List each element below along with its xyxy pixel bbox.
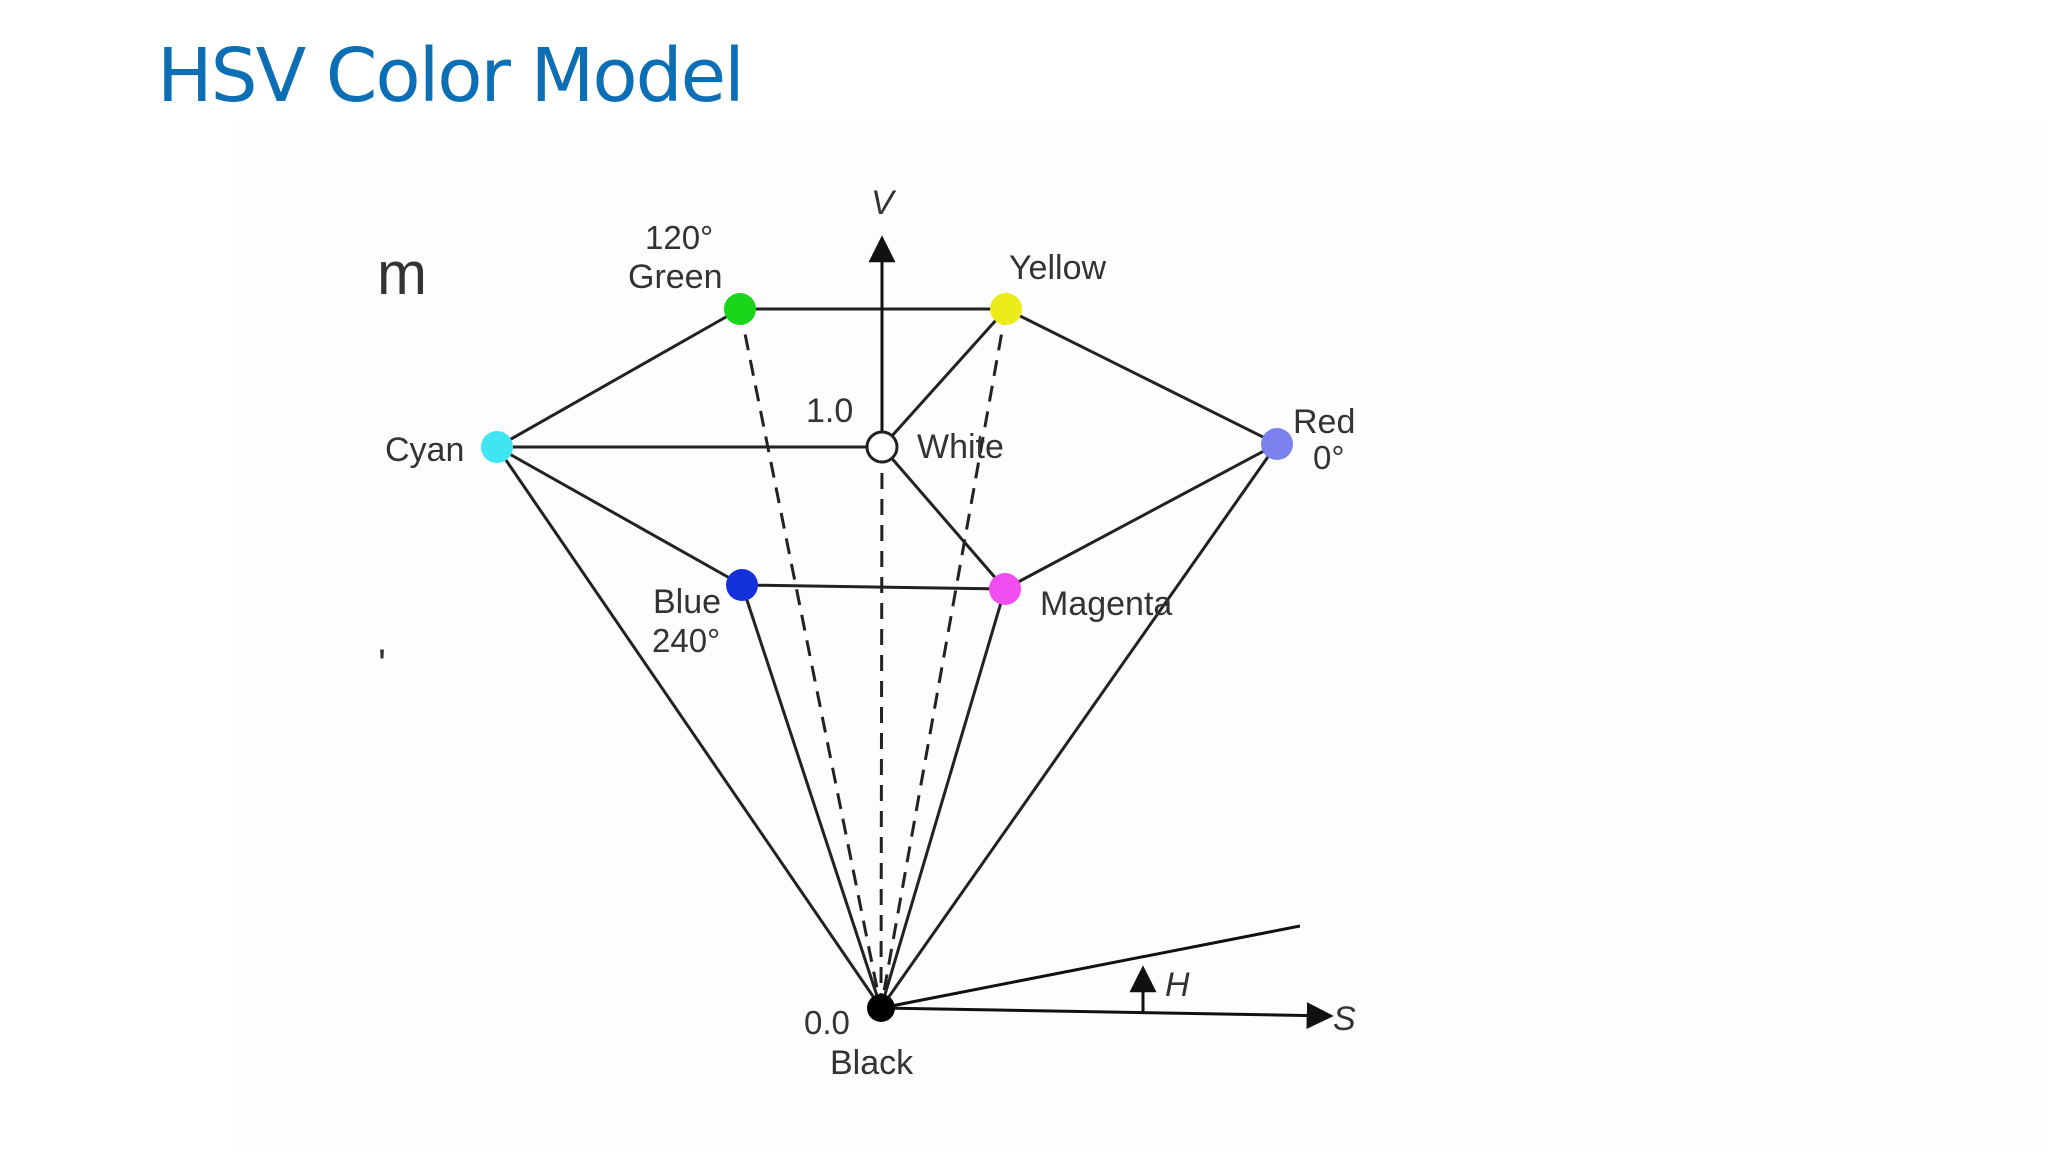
slide-title: HSV Color Model <box>157 33 745 119</box>
green-vertex-dot <box>724 293 756 325</box>
edge-blue-black <box>740 584 883 1009</box>
hue-reference-line <box>880 924 1301 1010</box>
edge-cyan-black <box>495 446 883 1009</box>
edge-cyan-blue <box>496 445 743 587</box>
red-angle-label: 0° <box>1313 439 1345 476</box>
edge-cyan-green <box>496 307 741 449</box>
white-vertex-dot <box>865 430 899 464</box>
hsv-hexcone-diagram: m ' V <box>377 184 1356 1082</box>
blue-vertex-dot <box>726 569 758 601</box>
edge-blue-magenta <box>741 583 1006 591</box>
edge-magenta-red <box>1004 442 1278 591</box>
yellow-vertex-dot <box>990 293 1022 325</box>
edge-yellow-red <box>1005 307 1278 446</box>
hexcone-hidden-edges <box>738 308 1008 1009</box>
white-value-label: 1.0 <box>806 392 853 430</box>
black-value-label: 0.0 <box>804 1004 850 1041</box>
magenta-vertex-dot <box>989 573 1021 605</box>
edge-magenta-black <box>879 588 1007 1009</box>
s-axis-label: S <box>1333 1000 1356 1038</box>
white-label: White <box>917 428 1004 466</box>
s-axis <box>880 1002 1334 1030</box>
black-vertex-dot <box>867 994 895 1022</box>
hsv-diagram-panel: m ' V <box>235 126 2048 1150</box>
edge-white-magenta <box>880 446 1007 590</box>
hexcone-top-edges <box>496 307 1278 591</box>
v-axis-label: V <box>871 184 897 222</box>
cropped-fragment-mark: ' <box>378 640 386 687</box>
hidden-edge-white-black <box>879 446 884 1009</box>
h-angle-label: H <box>1165 966 1190 1004</box>
hidden-edge-yellow-black <box>879 308 1008 1009</box>
cropped-fragment-m: m <box>377 240 427 307</box>
blue-angle-label: 240° <box>652 622 720 659</box>
hidden-edge-green-black <box>738 308 883 1009</box>
hexcone-side-edges <box>495 443 1279 1009</box>
blue-label: Blue <box>653 583 721 621</box>
magenta-label: Magenta <box>1040 585 1172 623</box>
green-angle-label: 120° <box>645 219 713 256</box>
red-label: Red <box>1293 403 1355 441</box>
black-label: Black <box>830 1044 914 1082</box>
red-vertex-dot <box>1261 428 1293 460</box>
cyan-vertex-dot <box>481 431 513 463</box>
yellow-label: Yellow <box>1009 249 1106 287</box>
cyan-label: Cyan <box>385 431 464 469</box>
green-label: Green <box>628 258 723 296</box>
edge-red-black <box>879 443 1279 1009</box>
edge-white-yellow <box>880 307 1008 449</box>
